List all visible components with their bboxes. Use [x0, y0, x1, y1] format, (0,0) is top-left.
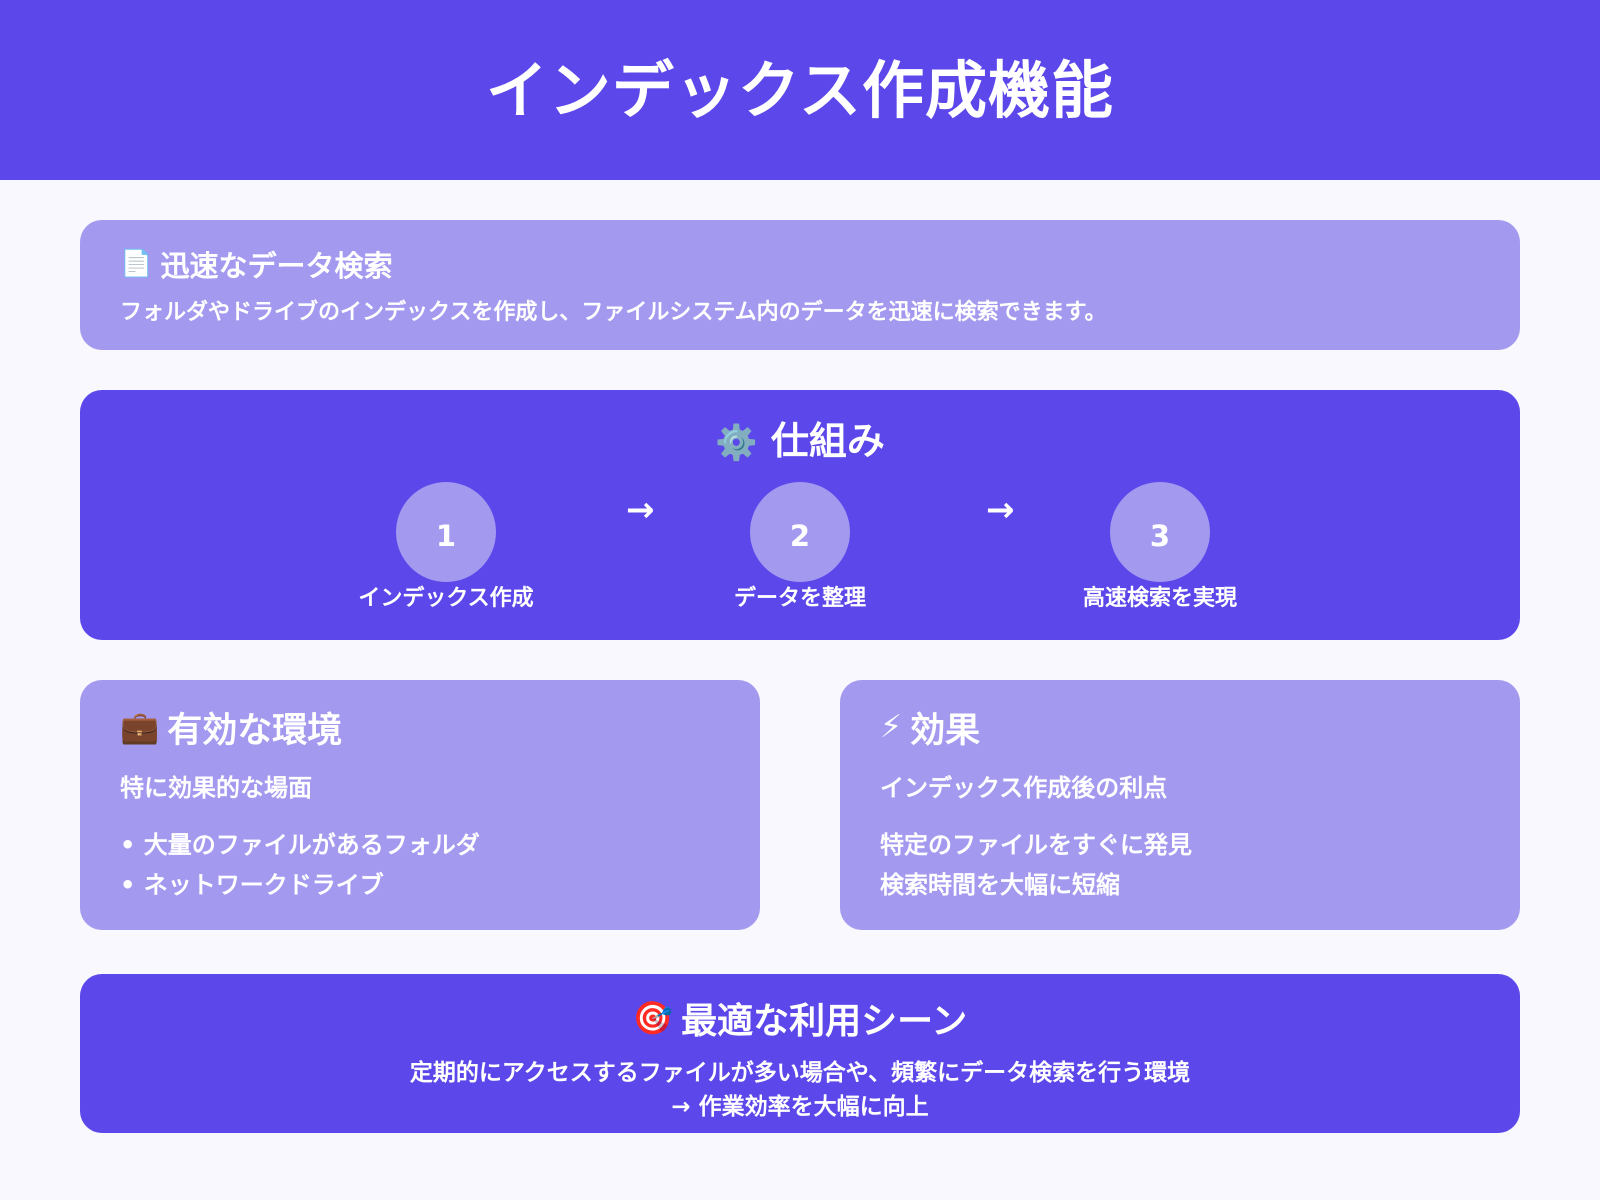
scene-title: 🎯 最適な利用シーン — [80, 994, 1520, 1042]
scene-section: 🎯 最適な利用シーン 定期的にアクセスするファイルが多い場合や、頻繁にデータ検索… — [80, 974, 1520, 1133]
step-label: インデックス作成 — [358, 586, 534, 611]
mechanism-title: ⚙️ 仕組み — [80, 410, 1520, 465]
environment-title-text: 有効な環境 — [167, 710, 343, 751]
gear-icon: ⚙️ — [715, 423, 758, 463]
mechanism-section: ⚙️ 仕組み 1 インデックス作成 → 2 データを整理 → 3 高速検索を実現 — [80, 390, 1520, 640]
list-item: • ネットワークドライブ — [120, 871, 384, 899]
step-3: 3 高速検索を実現 — [1030, 482, 1290, 612]
briefcase-icon: 💼 — [120, 709, 160, 746]
scene-line: 定期的にアクセスするファイルが多い場合や、頻繁にデータ検索を行う環境 — [409, 1060, 1191, 1086]
arrow-right-icon: → — [626, 490, 655, 530]
effect-title: ⚡ 効果 — [880, 704, 1480, 751]
step-label: データを整理 — [733, 586, 866, 611]
scene-line: → 作業効率を大幅に向上 — [671, 1094, 929, 1120]
effect-subtitle: インデックス作成後の利点 — [880, 774, 1168, 802]
search-section-title: 📄 迅速なデータ検索 — [120, 244, 1480, 284]
step-1: 1 インデックス作成 — [316, 482, 576, 612]
effect-title-text: 効果 — [910, 710, 981, 751]
step-label: 高速検索を実現 — [1082, 586, 1237, 611]
page-title: インデックス作成機能 — [485, 54, 1115, 127]
environment-subtitle: 特に効果的な場面 — [120, 774, 312, 802]
list-item: • 大量のファイルがあるフォルダ — [120, 831, 480, 859]
step-2: 2 データを整理 — [670, 482, 930, 612]
step-number-circle: 2 — [750, 482, 850, 582]
step-number-circle: 3 — [1110, 482, 1210, 582]
step-number-circle: 1 — [396, 482, 496, 582]
mechanism-title-text: 仕組み — [770, 419, 885, 463]
list-item: 特定のファイルをすぐに発見 — [880, 831, 1192, 859]
environment-section: 💼 有効な環境 特に効果的な場面 • 大量のファイルがあるフォルダ • ネットワ… — [80, 680, 760, 930]
target-icon: 🎯 — [632, 999, 674, 1037]
environment-list: • 大量のファイルがあるフォルダ • ネットワークドライブ — [120, 825, 720, 905]
scene-title-text: 最適な利用シーン — [681, 1001, 968, 1042]
environment-title: 💼 有効な環境 — [120, 704, 720, 751]
search-section: 📄 迅速なデータ検索 フォルダやドライブのインデックスを作成し、ファイルシステム… — [80, 220, 1520, 350]
arrow-right-icon: → — [986, 490, 1015, 530]
lightning-icon: ⚡ — [880, 709, 903, 745]
scene-description: 定期的にアクセスするファイルが多い場合や、頻繁にデータ検索を行う環境 → 作業効… — [80, 1056, 1520, 1124]
list-item: 検索時間を大幅に短縮 — [880, 871, 1120, 899]
header-banner: インデックス作成機能 — [0, 0, 1600, 180]
search-title-text: 迅速なデータ検索 — [160, 249, 393, 283]
effect-list: 特定のファイルをすぐに発見 検索時間を大幅に短縮 — [880, 825, 1480, 905]
effect-section: ⚡ 効果 インデックス作成後の利点 特定のファイルをすぐに発見 検索時間を大幅に… — [840, 680, 1520, 930]
search-description: フォルダやドライブのインデックスを作成し、ファイルシステム内のデータを迅速に検索… — [120, 300, 1107, 325]
document-icon: 📄 — [120, 249, 153, 279]
